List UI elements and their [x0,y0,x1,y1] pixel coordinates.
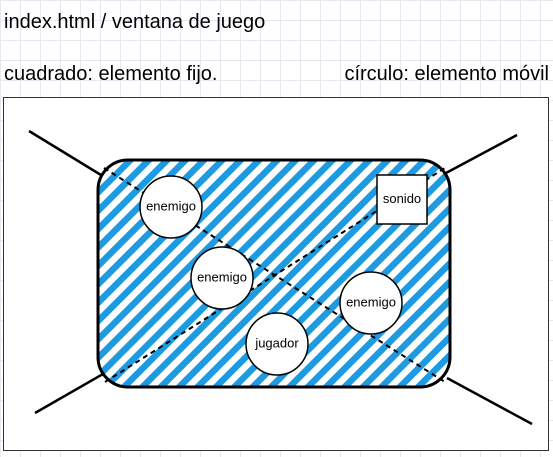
game-scene: sonido enemigo enemigo enemigo jugador [28,129,533,426]
enemy-circle[interactable]: enemigo [190,246,254,310]
enemy-label: enemigo [346,294,396,309]
sound-square[interactable]: sonido [376,174,428,225]
game-window: sonido enemigo enemigo enemigo jugador [3,97,549,451]
enemy-label: enemigo [146,198,196,213]
enemy-circle[interactable]: enemigo [139,175,203,239]
legend-fixed-element: cuadrado: elemento fijo. [4,63,218,85]
corner-line-top-left [28,129,102,177]
page-title: index.html / ventana de juego [4,11,266,33]
corner-line-bottom-right [446,376,533,426]
legend-mobile-element: círculo: elemento móvil [344,63,549,85]
corner-line-top-right [445,133,518,175]
corner-line-bottom-left [34,372,104,415]
enemy-label: enemigo [197,269,247,284]
player-circle[interactable]: jugador [245,312,309,376]
player-label: jugador [254,335,299,350]
sound-label: sonido [383,191,421,206]
enemy-circle[interactable]: enemigo [339,271,403,335]
